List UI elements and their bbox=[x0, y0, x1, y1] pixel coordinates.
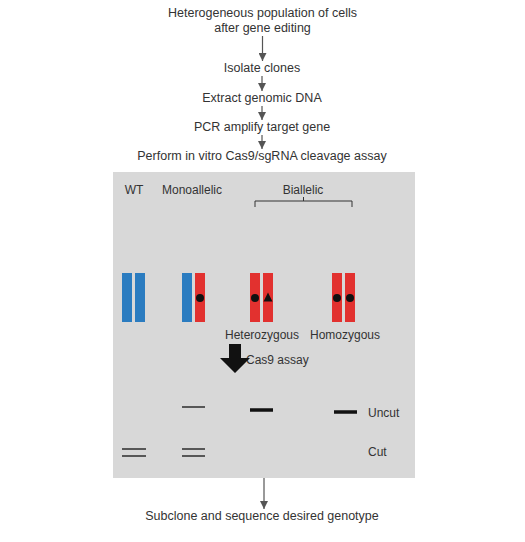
step-label: Subclone and sequence desired genotype bbox=[62, 509, 462, 524]
panel-label: Cas9 assay bbox=[246, 353, 309, 367]
wt-allele-bar bbox=[135, 273, 145, 322]
gel-band bbox=[334, 410, 357, 414]
wt-allele-bar bbox=[182, 273, 192, 322]
step-text: Subclone and sequence desired genotype bbox=[62, 509, 462, 524]
wt-allele-bar bbox=[122, 273, 132, 322]
mutation-dot bbox=[346, 294, 354, 302]
gel-band bbox=[182, 406, 205, 407]
mutation-triangle bbox=[264, 293, 273, 302]
panel-label: Monoallelic bbox=[162, 183, 222, 197]
step-label: PCR amplify target gene bbox=[112, 120, 412, 135]
gel-band bbox=[182, 455, 205, 456]
mutation-dot bbox=[251, 294, 259, 302]
step-label: Perform in vitro Cas9/sgRNA cleavage ass… bbox=[62, 149, 462, 164]
step-label: Extract genomic DNA bbox=[112, 91, 412, 106]
assay-panel: WT Monoallelic BiallelicHeterozygous Homozy… bbox=[113, 172, 415, 478]
edited-allele-bar bbox=[332, 273, 342, 322]
step-label: Heterogeneous population of cells after … bbox=[160, 6, 365, 36]
panel-label: Cut bbox=[368, 445, 387, 459]
edited-allele-bar bbox=[250, 273, 260, 322]
edited-allele-bar bbox=[345, 273, 355, 322]
panel-label: Biallelic bbox=[283, 183, 324, 197]
gel-band bbox=[122, 448, 146, 449]
flow-arrow bbox=[261, 76, 262, 91]
panel-label: WT bbox=[125, 183, 144, 197]
mutation-dot bbox=[196, 294, 204, 302]
gel-band bbox=[250, 408, 273, 412]
step-text: Isolate clones bbox=[112, 61, 412, 76]
step-text: PCR amplify target gene bbox=[112, 120, 412, 135]
mutation-dot bbox=[333, 294, 341, 302]
step-text: Perform in vitro Cas9/sgRNA cleavage ass… bbox=[62, 149, 462, 164]
step-text: Heterogeneous population of cells after … bbox=[160, 6, 365, 36]
assay-arrow bbox=[220, 344, 250, 373]
flow-arrow bbox=[261, 135, 262, 149]
step-text: Extract genomic DNA bbox=[112, 91, 412, 106]
gel-band bbox=[182, 448, 205, 449]
panel-label: Heterozygous bbox=[225, 328, 299, 342]
flow-arrow bbox=[262, 36, 263, 61]
step-label: Isolate clones bbox=[112, 61, 412, 76]
panel-label: Homozygous bbox=[310, 328, 380, 342]
gel-band bbox=[122, 455, 146, 456]
flow-arrow bbox=[263, 478, 264, 509]
panel-label: Uncut bbox=[368, 406, 399, 420]
flow-arrow bbox=[261, 106, 262, 120]
bracket bbox=[255, 197, 352, 207]
edited-allele-bar bbox=[263, 273, 273, 322]
edited-allele-bar bbox=[195, 273, 205, 322]
